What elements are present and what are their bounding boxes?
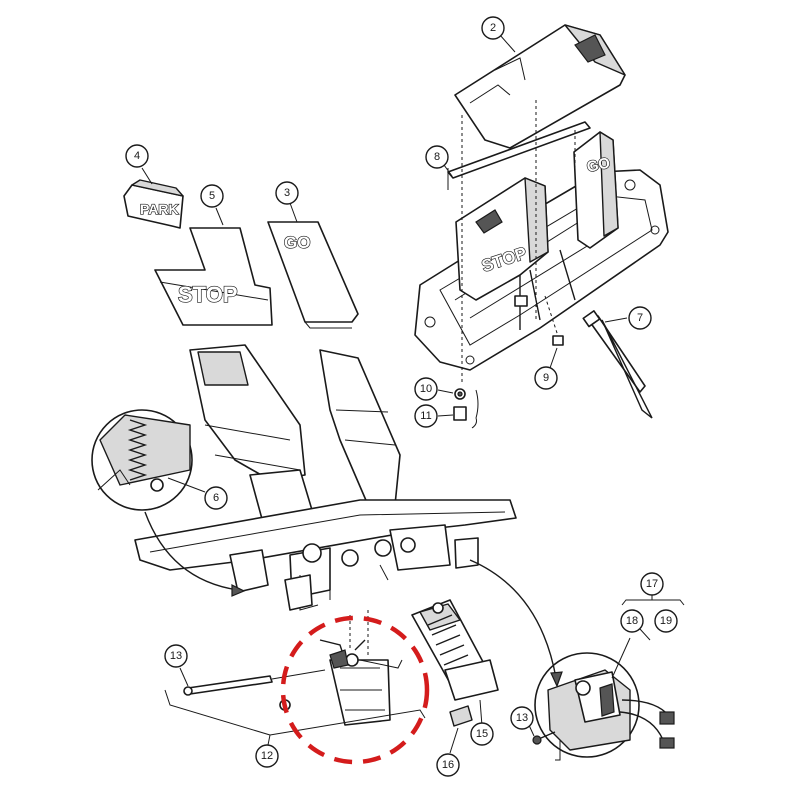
part-5-stop-pad: STOP	[154, 227, 273, 326]
svg-text:13: 13	[516, 712, 528, 724]
part-3-go-pad: GO	[267, 221, 359, 329]
callout-10: 10	[414, 377, 438, 401]
leader-lines	[141, 34, 651, 754]
svg-text:15: 15	[476, 728, 488, 740]
svg-text:17: 17	[646, 578, 658, 590]
svg-text:18: 18	[626, 615, 638, 627]
svg-text:19: 19	[660, 615, 672, 627]
pedal-housing-assembly	[414, 131, 669, 371]
part-12-bracket-assembly	[319, 610, 403, 726]
svg-text:9: 9	[543, 372, 549, 384]
callout-18: 18	[620, 609, 644, 633]
svg-text:16: 16	[442, 759, 454, 771]
part-12-bracket-line	[164, 689, 426, 746]
assembly-lines-upper	[461, 100, 576, 384]
callout-12: 12	[255, 744, 279, 768]
part-8-rod	[447, 121, 591, 190]
svg-text:2: 2	[490, 22, 496, 34]
callout-19: 19	[654, 609, 678, 633]
callout-15: 15	[470, 722, 494, 746]
svg-text:10: 10	[420, 383, 432, 395]
part-4-park-clip: PARK	[123, 179, 184, 229]
callout-7: 7	[628, 306, 652, 330]
part-13-pin-left	[183, 669, 326, 711]
callout-13-right: 13	[510, 706, 534, 730]
svg-text:4: 4	[134, 150, 140, 162]
svg-text:8: 8	[434, 151, 440, 163]
switch-detail	[469, 559, 685, 761]
svg-text:5: 5	[209, 190, 215, 202]
part-16-block	[449, 705, 473, 727]
callout-8: 8	[425, 145, 449, 169]
svg-text:11: 11	[420, 410, 431, 422]
part-15-spring-cartridge	[411, 599, 499, 701]
callout-2: 2	[481, 16, 505, 40]
svg-text:12: 12	[261, 750, 273, 762]
callout-9: 9	[534, 366, 558, 390]
svg-text:7: 7	[637, 312, 643, 324]
part-13-screw-right	[532, 731, 556, 745]
callout-16: 16	[436, 753, 460, 777]
callout-13-left: 13	[164, 644, 188, 668]
part-2-cover	[454, 24, 626, 149]
svg-text:3: 3	[284, 187, 290, 199]
part-7-bolt	[582, 310, 653, 419]
part-10-11-fasteners	[453, 388, 479, 429]
callout-3: 3	[275, 181, 299, 205]
callout-11: 11	[414, 404, 438, 428]
detail-spring-coils	[127, 419, 148, 481]
callout-4: 4	[125, 144, 149, 168]
svg-text:6: 6	[213, 492, 219, 504]
go-pedal-stamp: GO	[585, 154, 612, 176]
park-stamp: PARK	[140, 201, 179, 217]
stop-pad-stamp: STOP	[178, 282, 238, 307]
cartridge-spring-coils	[427, 614, 473, 676]
highlight-circle	[280, 615, 430, 765]
callout-6: 6	[204, 486, 228, 510]
part-6-spring-detail	[91, 409, 246, 597]
svg-text:13: 13	[170, 650, 182, 662]
go-pad-stamp: GO	[284, 233, 310, 252]
callout-17: 17	[640, 572, 664, 596]
callout-5: 5	[200, 184, 224, 208]
part-9-nut	[544, 295, 564, 346]
main-pedal-frame	[134, 344, 517, 611]
